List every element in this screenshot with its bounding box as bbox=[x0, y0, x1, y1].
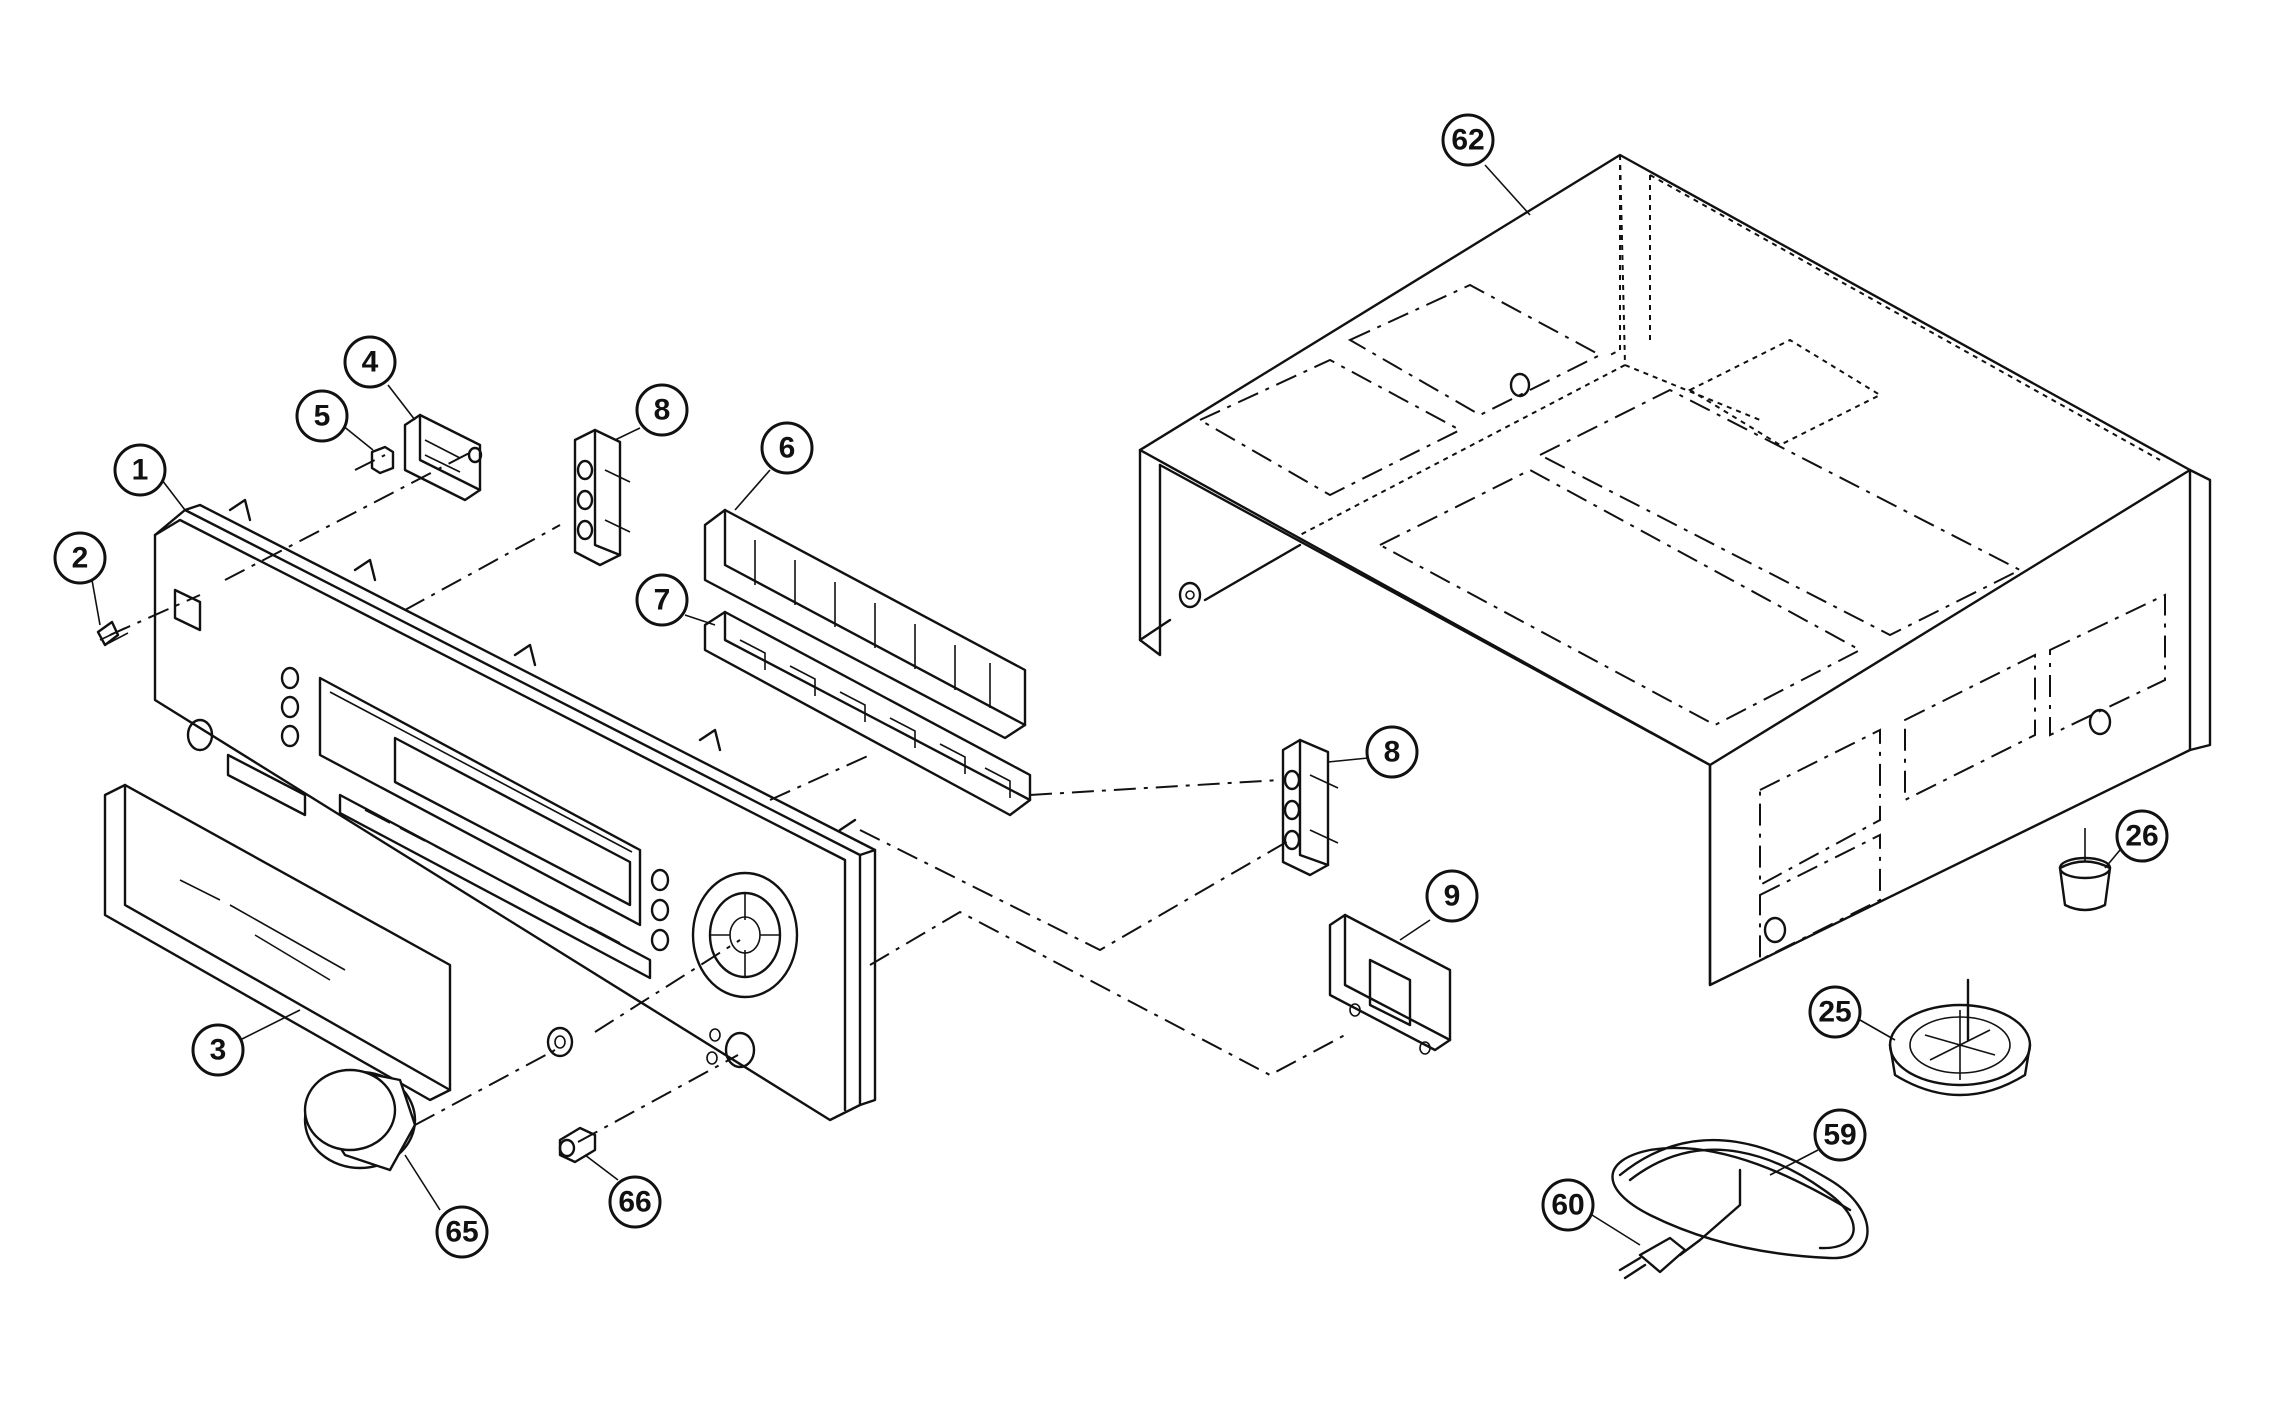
callout-8-upper: 8 bbox=[614, 383, 689, 441]
foot-small bbox=[2058, 828, 2112, 912]
button-bar-upper bbox=[703, 508, 1027, 740]
power-cord bbox=[1611, 1138, 1869, 1280]
svg-text:25: 25 bbox=[1818, 996, 1851, 1029]
leader-lines bbox=[109, 449, 1346, 1143]
svg-text:65: 65 bbox=[445, 1216, 478, 1249]
display-window bbox=[103, 783, 452, 1102]
svg-text:1: 1 bbox=[132, 454, 149, 487]
svg-text:60: 60 bbox=[1551, 1189, 1584, 1222]
callout-59: 59 bbox=[1769, 1108, 1867, 1176]
callout-6: 6 bbox=[734, 421, 814, 511]
svg-text:8: 8 bbox=[654, 394, 671, 427]
foot-large bbox=[1888, 978, 2032, 1097]
callout-8-lower: 8 bbox=[1327, 725, 1419, 779]
volume-knob bbox=[303, 1068, 417, 1172]
callout-3: 3 bbox=[191, 1009, 301, 1077]
button-bar-lower bbox=[703, 610, 1032, 817]
callout-60: 60 bbox=[1541, 1178, 1641, 1246]
switch-holder bbox=[403, 413, 483, 502]
svg-text:9: 9 bbox=[1444, 880, 1461, 913]
callout-1: 1 bbox=[113, 443, 186, 511]
callout-2: 2 bbox=[53, 531, 107, 626]
callout-5: 5 bbox=[295, 389, 374, 451]
callout-62: 62 bbox=[1441, 113, 1531, 216]
svg-text:6: 6 bbox=[779, 432, 796, 465]
svg-text:59: 59 bbox=[1823, 1119, 1856, 1152]
callout-9: 9 bbox=[1399, 869, 1479, 941]
callout-25: 25 bbox=[1808, 985, 1896, 1041]
svg-text:62: 62 bbox=[1451, 124, 1484, 157]
front-panel bbox=[153, 498, 877, 1122]
svg-text:2: 2 bbox=[72, 542, 89, 575]
svg-text:26: 26 bbox=[2125, 820, 2158, 853]
small-switch bbox=[370, 445, 395, 475]
svg-text:66: 66 bbox=[618, 1186, 651, 1219]
callout-26: 26 bbox=[2104, 809, 2169, 869]
callout-4: 4 bbox=[343, 335, 416, 421]
small-knob bbox=[546, 1026, 574, 1058]
jack-knob bbox=[558, 1126, 597, 1164]
callout-65: 65 bbox=[404, 1154, 489, 1259]
callout-7: 7 bbox=[635, 573, 716, 627]
svg-text:4: 4 bbox=[362, 346, 379, 379]
terminal-bracket bbox=[1328, 913, 1452, 1055]
svg-text:3: 3 bbox=[210, 1034, 227, 1067]
board-bracket-upper bbox=[573, 428, 631, 567]
svg-text:5: 5 bbox=[314, 400, 331, 433]
board-bracket-lower bbox=[1281, 738, 1339, 877]
callout-66: 66 bbox=[584, 1154, 662, 1229]
svg-text:7: 7 bbox=[654, 584, 671, 617]
svg-text:8: 8 bbox=[1384, 736, 1401, 769]
cabinet-cover bbox=[1138, 153, 2212, 987]
